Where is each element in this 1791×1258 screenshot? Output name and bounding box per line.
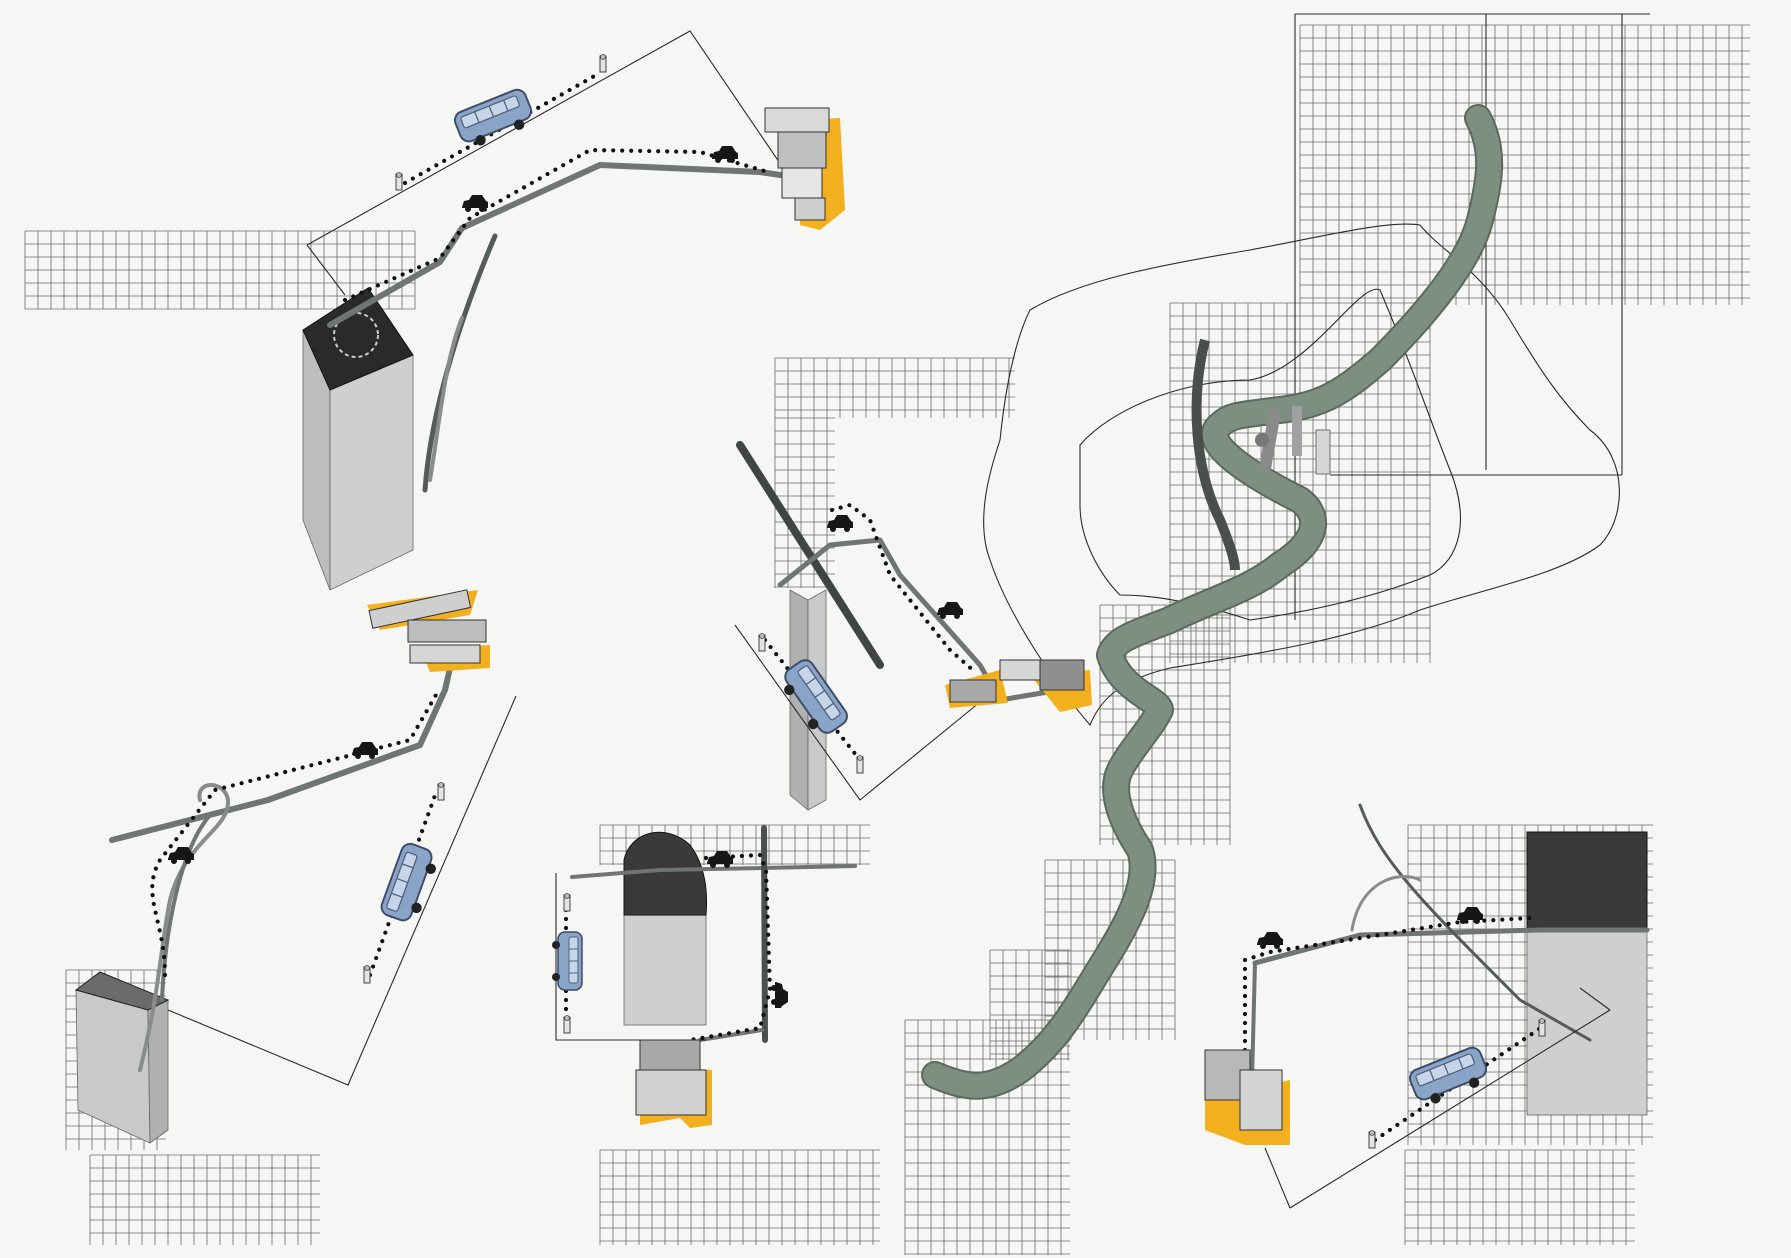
scene-bottom-right [1204, 803, 1650, 1209]
tower-block [623, 914, 707, 1026]
grid-patch [1404, 1149, 1635, 1245]
scene-center [734, 441, 1092, 811]
grid-patch [904, 1019, 1070, 1255]
car-icon [827, 515, 853, 532]
bus-icon [451, 85, 538, 153]
car-icon [1257, 932, 1283, 949]
grid-patch [1299, 24, 1750, 305]
car-icon [712, 146, 738, 163]
person-marker-icon [856, 755, 864, 774]
car-icon [707, 851, 733, 868]
river-path [921, 104, 1504, 1100]
building-collage [367, 589, 490, 672]
person-marker-icon [1538, 1018, 1546, 1037]
urban-block-top [302, 287, 414, 391]
urban-block-top [74, 971, 170, 1011]
car-icon [352, 742, 378, 759]
district-boundaries [983, 13, 1650, 727]
scene-bottom-center [551, 825, 857, 1128]
bus-icon [377, 840, 443, 927]
car-icon [462, 195, 488, 212]
person-marker-icon [1368, 1130, 1376, 1149]
person-marker-icon [599, 54, 607, 73]
building-collage [945, 659, 1092, 712]
person-marker-icon [758, 633, 766, 652]
grid-patch [599, 1149, 880, 1245]
person-marker-icon [563, 1015, 571, 1034]
urban-block-top [1526, 831, 1648, 931]
building-collage [1204, 1049, 1290, 1145]
scene-top-left [302, 30, 845, 591]
grid-patch [774, 357, 1015, 418]
car-icon [937, 602, 963, 619]
building-collage [635, 1039, 712, 1128]
tower-block [1526, 929, 1648, 1116]
scene-left [74, 589, 517, 1144]
person-marker-icon [363, 965, 371, 984]
person-marker-icon [563, 893, 571, 912]
person-marker-icon [395, 172, 403, 191]
car-icon [1457, 907, 1483, 924]
tower-block [329, 354, 414, 591]
car-icon [771, 982, 788, 1008]
bus-icon [1406, 1043, 1493, 1111]
grid-patch [89, 1154, 320, 1245]
building-collage [764, 107, 845, 230]
urban-block-top [623, 831, 708, 916]
person-marker-icon [437, 782, 445, 801]
